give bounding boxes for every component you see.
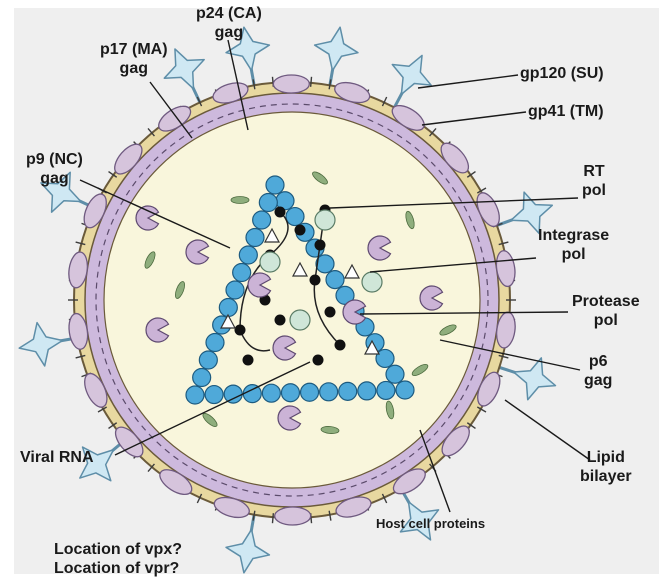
leader-line bbox=[422, 112, 526, 125]
capsid-bead bbox=[233, 264, 251, 282]
rna-bead bbox=[315, 240, 326, 251]
bilayer-tick bbox=[272, 513, 273, 523]
label-rt-pol: RT pol bbox=[582, 162, 606, 200]
capsid-bead bbox=[259, 194, 277, 212]
gp41-oval bbox=[273, 75, 309, 93]
gp120-spike-icon bbox=[507, 351, 562, 406]
gp120-spike-icon bbox=[311, 23, 362, 74]
capsid-bead bbox=[205, 386, 223, 404]
leader-line bbox=[505, 400, 590, 460]
label-viral-rna: Viral RNA bbox=[20, 448, 94, 467]
capsid-bead bbox=[219, 299, 237, 317]
question-vpx: Location of vpx? bbox=[54, 540, 182, 559]
capsid-bead bbox=[281, 384, 299, 402]
gp120-spike-icon bbox=[15, 319, 66, 370]
gp120-star bbox=[311, 23, 362, 74]
bilayer-tick bbox=[311, 77, 312, 87]
gp41-oval bbox=[275, 507, 311, 525]
label-integrase-pol: Integrase pol bbox=[538, 226, 609, 264]
leader-line bbox=[418, 75, 518, 88]
integrase-icon bbox=[315, 210, 335, 230]
capsid-bead bbox=[326, 271, 344, 289]
rna-bead bbox=[325, 307, 336, 318]
capsid-bead bbox=[239, 246, 257, 264]
gp120-star bbox=[507, 351, 562, 406]
gp120-star bbox=[222, 526, 273, 577]
rna-bead bbox=[310, 275, 321, 286]
label-protease-pol: Protease pol bbox=[572, 292, 640, 330]
gp120-spike-icon bbox=[222, 526, 273, 577]
label-p24-ca: p24 (CA) gag bbox=[196, 4, 262, 42]
p6-marker bbox=[231, 197, 249, 204]
rna-bead bbox=[313, 355, 324, 366]
label-p9-nc: p9 (NC) gag bbox=[26, 150, 83, 188]
label-p17-ma: p17 (MA) gag bbox=[100, 40, 168, 78]
question-vpr: Location of vpr? bbox=[54, 559, 182, 578]
lipid-bilayer-layer bbox=[67, 75, 518, 525]
rna-bead bbox=[335, 340, 346, 351]
label-host-cell-proteins: Host cell proteins bbox=[376, 514, 485, 533]
integrase-icon bbox=[362, 272, 382, 292]
capsid-bead bbox=[376, 349, 394, 367]
capsid-bead bbox=[246, 229, 264, 247]
rna-bead bbox=[275, 207, 286, 218]
capsid-bead bbox=[286, 208, 304, 226]
rna-bead bbox=[275, 315, 286, 326]
capsid-bead bbox=[386, 365, 404, 383]
capsid-bead bbox=[226, 281, 244, 299]
capsid-bead bbox=[206, 334, 224, 352]
capsid-bead bbox=[224, 385, 242, 403]
gp120-star bbox=[382, 45, 442, 105]
capsid-bead bbox=[266, 176, 284, 194]
label-lipid-bilayer: Lipid bilayer bbox=[580, 448, 632, 486]
capsid-bead bbox=[262, 384, 280, 402]
capsid-bead bbox=[253, 211, 271, 229]
gp120-spike-icon bbox=[382, 45, 442, 105]
capsid-bead bbox=[396, 381, 414, 399]
label-gp41-tm: gp41 (TM) bbox=[528, 102, 604, 121]
rna-bead bbox=[295, 225, 306, 236]
rna-bead bbox=[243, 355, 254, 366]
capsid-bead bbox=[320, 383, 338, 401]
gp120-star bbox=[15, 319, 66, 370]
capsid-bead bbox=[243, 385, 261, 403]
label-gp120-su: gp120 (SU) bbox=[520, 64, 604, 83]
capsid-bead bbox=[186, 386, 204, 404]
capsid-bead bbox=[339, 382, 357, 400]
integrase-icon bbox=[260, 252, 280, 272]
integrase-icon bbox=[290, 310, 310, 330]
capsid-bead bbox=[358, 382, 376, 400]
capsid-bead bbox=[193, 369, 211, 387]
capsid-bead bbox=[301, 383, 319, 401]
capsid-bead bbox=[377, 381, 395, 399]
rna-bead bbox=[235, 325, 246, 336]
capsid-bead bbox=[199, 351, 217, 369]
label-p6-gag: p6 gag bbox=[584, 352, 612, 390]
location-questions: Location of vpx? Location of vpr? bbox=[54, 540, 182, 578]
